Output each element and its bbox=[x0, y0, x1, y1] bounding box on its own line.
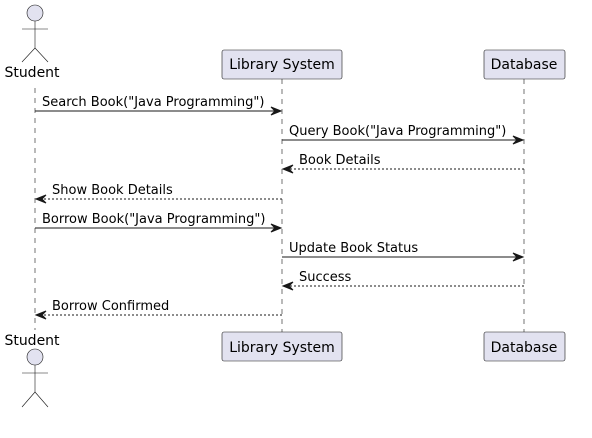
library-system-box-bottom: Library System bbox=[221, 331, 343, 362]
library-system-label-top: Library System bbox=[229, 57, 335, 73]
actor-head-icon bbox=[26, 348, 44, 366]
arrow-head-icon bbox=[512, 135, 525, 145]
message-label: Book Details bbox=[299, 153, 381, 168]
arrow-head-icon bbox=[281, 164, 294, 174]
arrow-head-icon bbox=[270, 106, 283, 116]
message-6: Update Book Status bbox=[282, 241, 525, 262]
database-label-top: Database bbox=[491, 57, 558, 73]
message-7: Success bbox=[281, 270, 524, 291]
arrow-head-icon bbox=[512, 252, 525, 262]
message-label: Success bbox=[299, 270, 352, 285]
library-system-box-top: Library System bbox=[221, 49, 343, 80]
message-label: Show Book Details bbox=[52, 183, 173, 198]
library-system-label-bottom: Library System bbox=[229, 340, 335, 356]
database-box-bottom: Database bbox=[483, 331, 566, 362]
arrow-head-icon bbox=[34, 310, 47, 320]
message-label: Update Book Status bbox=[289, 241, 418, 256]
student-actor-bottom: Student bbox=[4, 333, 60, 408]
message-5: Borrow Book("Java Programming") bbox=[35, 212, 283, 233]
arrow-head-icon bbox=[281, 281, 294, 291]
message-label: Search Book("Java Programming") bbox=[42, 95, 264, 110]
message-label: Borrow Book("Java Programming") bbox=[42, 212, 265, 227]
student-label-bottom: Student bbox=[4, 333, 60, 349]
message-3: Book Details bbox=[281, 153, 524, 174]
arrow-head-icon bbox=[34, 194, 47, 204]
message-4: Show Book Details bbox=[34, 183, 282, 204]
student-label-top: Student bbox=[4, 65, 60, 81]
message-8: Borrow Confirmed bbox=[34, 299, 282, 320]
database-label-bottom: Database bbox=[491, 340, 558, 356]
message-label: Borrow Confirmed bbox=[52, 299, 169, 314]
actor-head-icon bbox=[26, 4, 44, 22]
arrow-head-icon bbox=[270, 223, 283, 233]
message-1: Search Book("Java Programming") bbox=[35, 95, 283, 116]
message-label: Query Book("Java Programming") bbox=[289, 124, 506, 139]
message-2: Query Book("Java Programming") bbox=[282, 124, 525, 145]
database-box-top: Database bbox=[483, 49, 566, 80]
student-actor-top: Student bbox=[4, 4, 60, 81]
messages: Search Book("Java Programming") Query Boo… bbox=[34, 95, 525, 320]
